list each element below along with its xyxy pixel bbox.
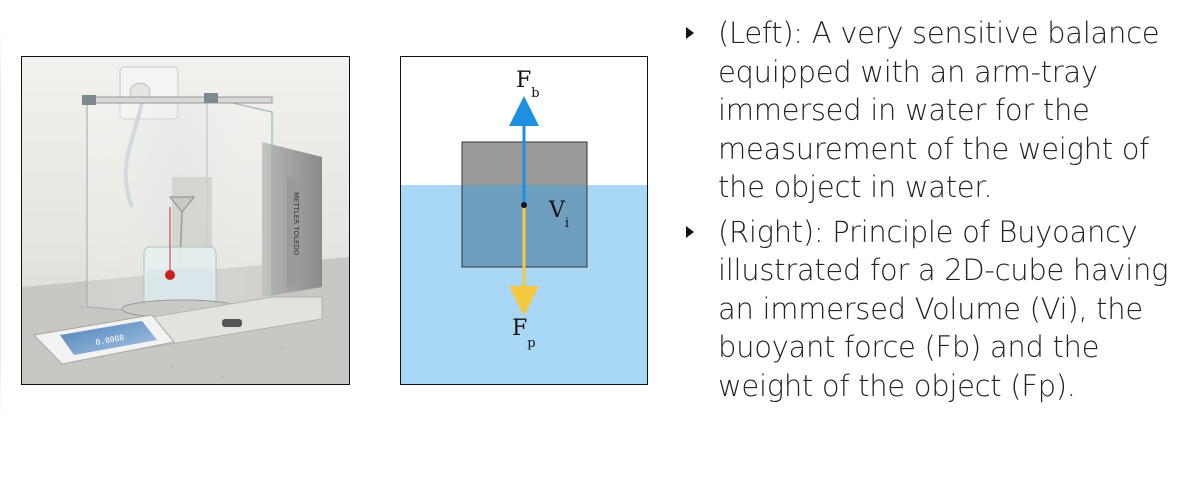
triangle-bullet-icon: [686, 27, 694, 39]
brand-label: METTLER TOLEDO: [292, 192, 300, 256]
bullet-item-left: (Left): A very sensitive balance equippe…: [682, 14, 1182, 207]
bullet-item-right: (Right): Principle of Buyoancy illustrat…: [682, 213, 1182, 406]
weight-force-label: Fp: [512, 316, 536, 351]
center-point: [521, 202, 527, 208]
balance-illustration: METTLER TOLEDO 0.0008: [22, 57, 349, 384]
bullet-text-right: (Right): Principle of Buyoancy illustrat…: [718, 214, 1169, 403]
bullet-text-left: (Left): A very sensitive balance equippe…: [718, 16, 1160, 204]
caption-bullet-list: (Left): A very sensitive balance equippe…: [682, 14, 1182, 405]
left-divider: [0, 20, 1, 430]
buoyancy-diagram: Fb Vi Fp: [400, 56, 648, 385]
immersed-volume-label: Vi: [548, 198, 569, 231]
buoyant-force-label: Fb: [516, 68, 540, 101]
buoyancy-diagram-svg: Fb Vi Fp: [401, 68, 647, 384]
triangle-bullet-icon: [686, 225, 694, 238]
balance-photo: METTLER TOLEDO 0.0008: [21, 56, 350, 385]
